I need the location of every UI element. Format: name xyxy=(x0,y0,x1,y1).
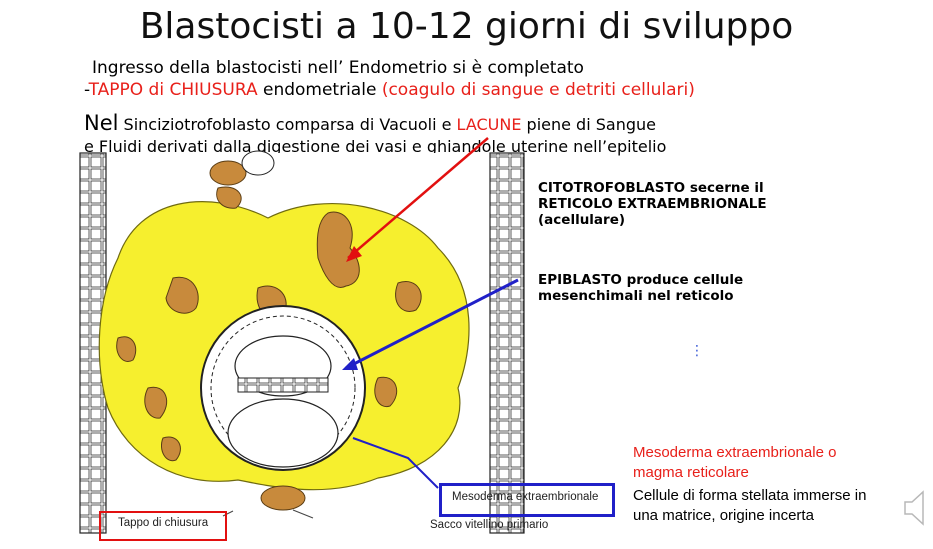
blue-leader xyxy=(352,437,439,489)
line3-part2: piene di Sangue xyxy=(521,115,656,134)
sacco-figure-label: Sacco vitellino primario xyxy=(430,519,549,531)
tappo-chiusura-text: TAPPO di CHIUSURA xyxy=(88,80,258,100)
mesoderma-figure-label: Mesoderma extraembrionale xyxy=(452,491,599,503)
tappo-plug xyxy=(260,485,306,511)
line2-prefix: - xyxy=(84,80,89,100)
note-red: Mesoderma extraembrionale o magma retico… xyxy=(633,444,837,481)
text-line-4: e Fluidi derivati dalla digestione dei v… xyxy=(84,137,667,156)
speaker-icon[interactable] xyxy=(903,488,929,528)
slide-title: Blastocisti a 10-12 giorni di sviluppo xyxy=(139,6,794,47)
epithelium-right xyxy=(489,152,525,534)
citotrofoblasto-label: CITOTROFOBLASTO secerne il RETICOLO EXTR… xyxy=(538,180,767,228)
primary-yolk-sac xyxy=(227,398,339,468)
blue-arrow xyxy=(345,278,519,370)
nel-word: Nel xyxy=(84,111,119,135)
epiblast-layer xyxy=(237,377,329,393)
line3-part1: Sinciziotrofoblasto comparsa di Vacuoli … xyxy=(118,115,457,134)
note-black: Cellule di forma stellata immerse in una… xyxy=(633,487,867,524)
tappo-label-box xyxy=(99,511,227,541)
text-line-3: Nel Sinciziotrofoblasto comparsa di Vacu… xyxy=(84,111,656,135)
coagulo-text: (coagulo di sangue e detriti cellulari) xyxy=(381,80,695,100)
lacune-text: LACUNE xyxy=(456,115,522,134)
tappo-figure-label: Tappo di chiusura xyxy=(118,517,209,529)
ellipsis-dots: ⋮ xyxy=(690,343,704,359)
line2-mid: endometriale xyxy=(257,80,382,100)
red-arrow xyxy=(347,137,489,259)
text-line-1: Ingresso della blastocisti nell’ Endomet… xyxy=(92,58,584,78)
epiblasto-label: EPIBLASTO produce cellule mesenchimali n… xyxy=(538,272,744,304)
text-line-2: -TAPPO di CHIUSURA endometriale (coagulo… xyxy=(84,80,695,100)
blastocyst-diagram xyxy=(78,137,538,538)
mesoderma-label-box xyxy=(439,483,615,517)
